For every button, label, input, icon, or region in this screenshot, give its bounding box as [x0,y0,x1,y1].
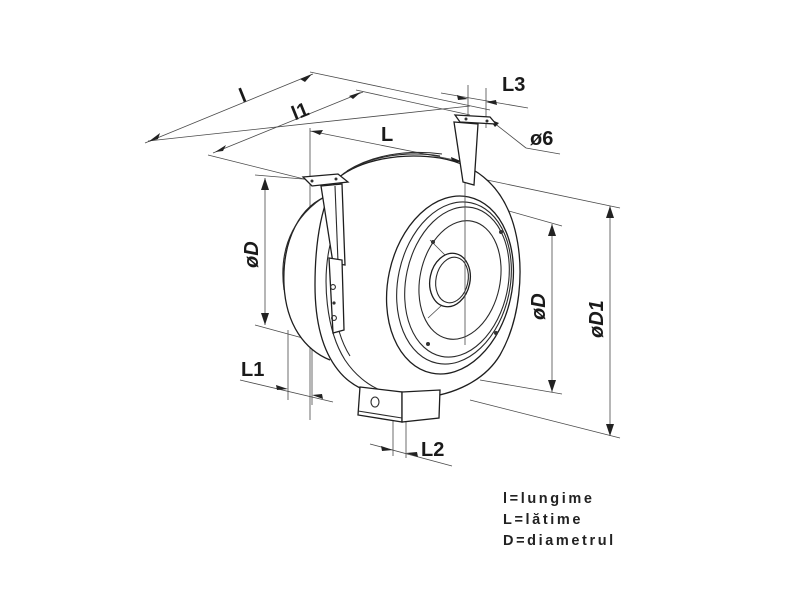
dim-label-L1: L1 [241,359,264,381]
dim-label-l: l [236,85,249,107]
screw-icon [426,342,430,346]
dim-label-D-left: øD [241,241,263,268]
left-mounting-bracket [301,173,350,334]
legend: l=lungime L=lătime D=diametrul [503,489,616,552]
dimension-L1: L1 [239,330,334,405]
dim-label-D1: øD1 [586,300,608,338]
dim-label-L2: L2 [421,439,444,461]
callout-hole-6: ø6 [488,118,561,155]
dimension-L2: L2 [369,395,453,467]
legend-item-length: l=lungime [503,491,595,507]
legend-item-width: L=lătime [503,512,584,528]
dimension-l1: l1 [207,89,471,181]
dimension-D1: øD1 [467,175,621,439]
dim-label-l1: l1 [288,99,312,126]
dimension-D-right: øD [469,199,563,395]
dim-label-hole: ø6 [530,128,553,150]
screw-icon [494,331,498,335]
bottom-foot [357,386,441,423]
legend-item-diameter: D=diametrul [503,533,616,549]
dim-label-L3: L3 [502,74,525,96]
dim-label-L: L [381,124,393,146]
screw-icon [431,240,435,244]
dimension-D-left: øD [241,174,316,341]
fan-body [282,130,521,399]
dim-label-D-right: øD [528,293,550,320]
screw-icon [499,230,503,234]
right-mounting-bracket [453,114,498,186]
